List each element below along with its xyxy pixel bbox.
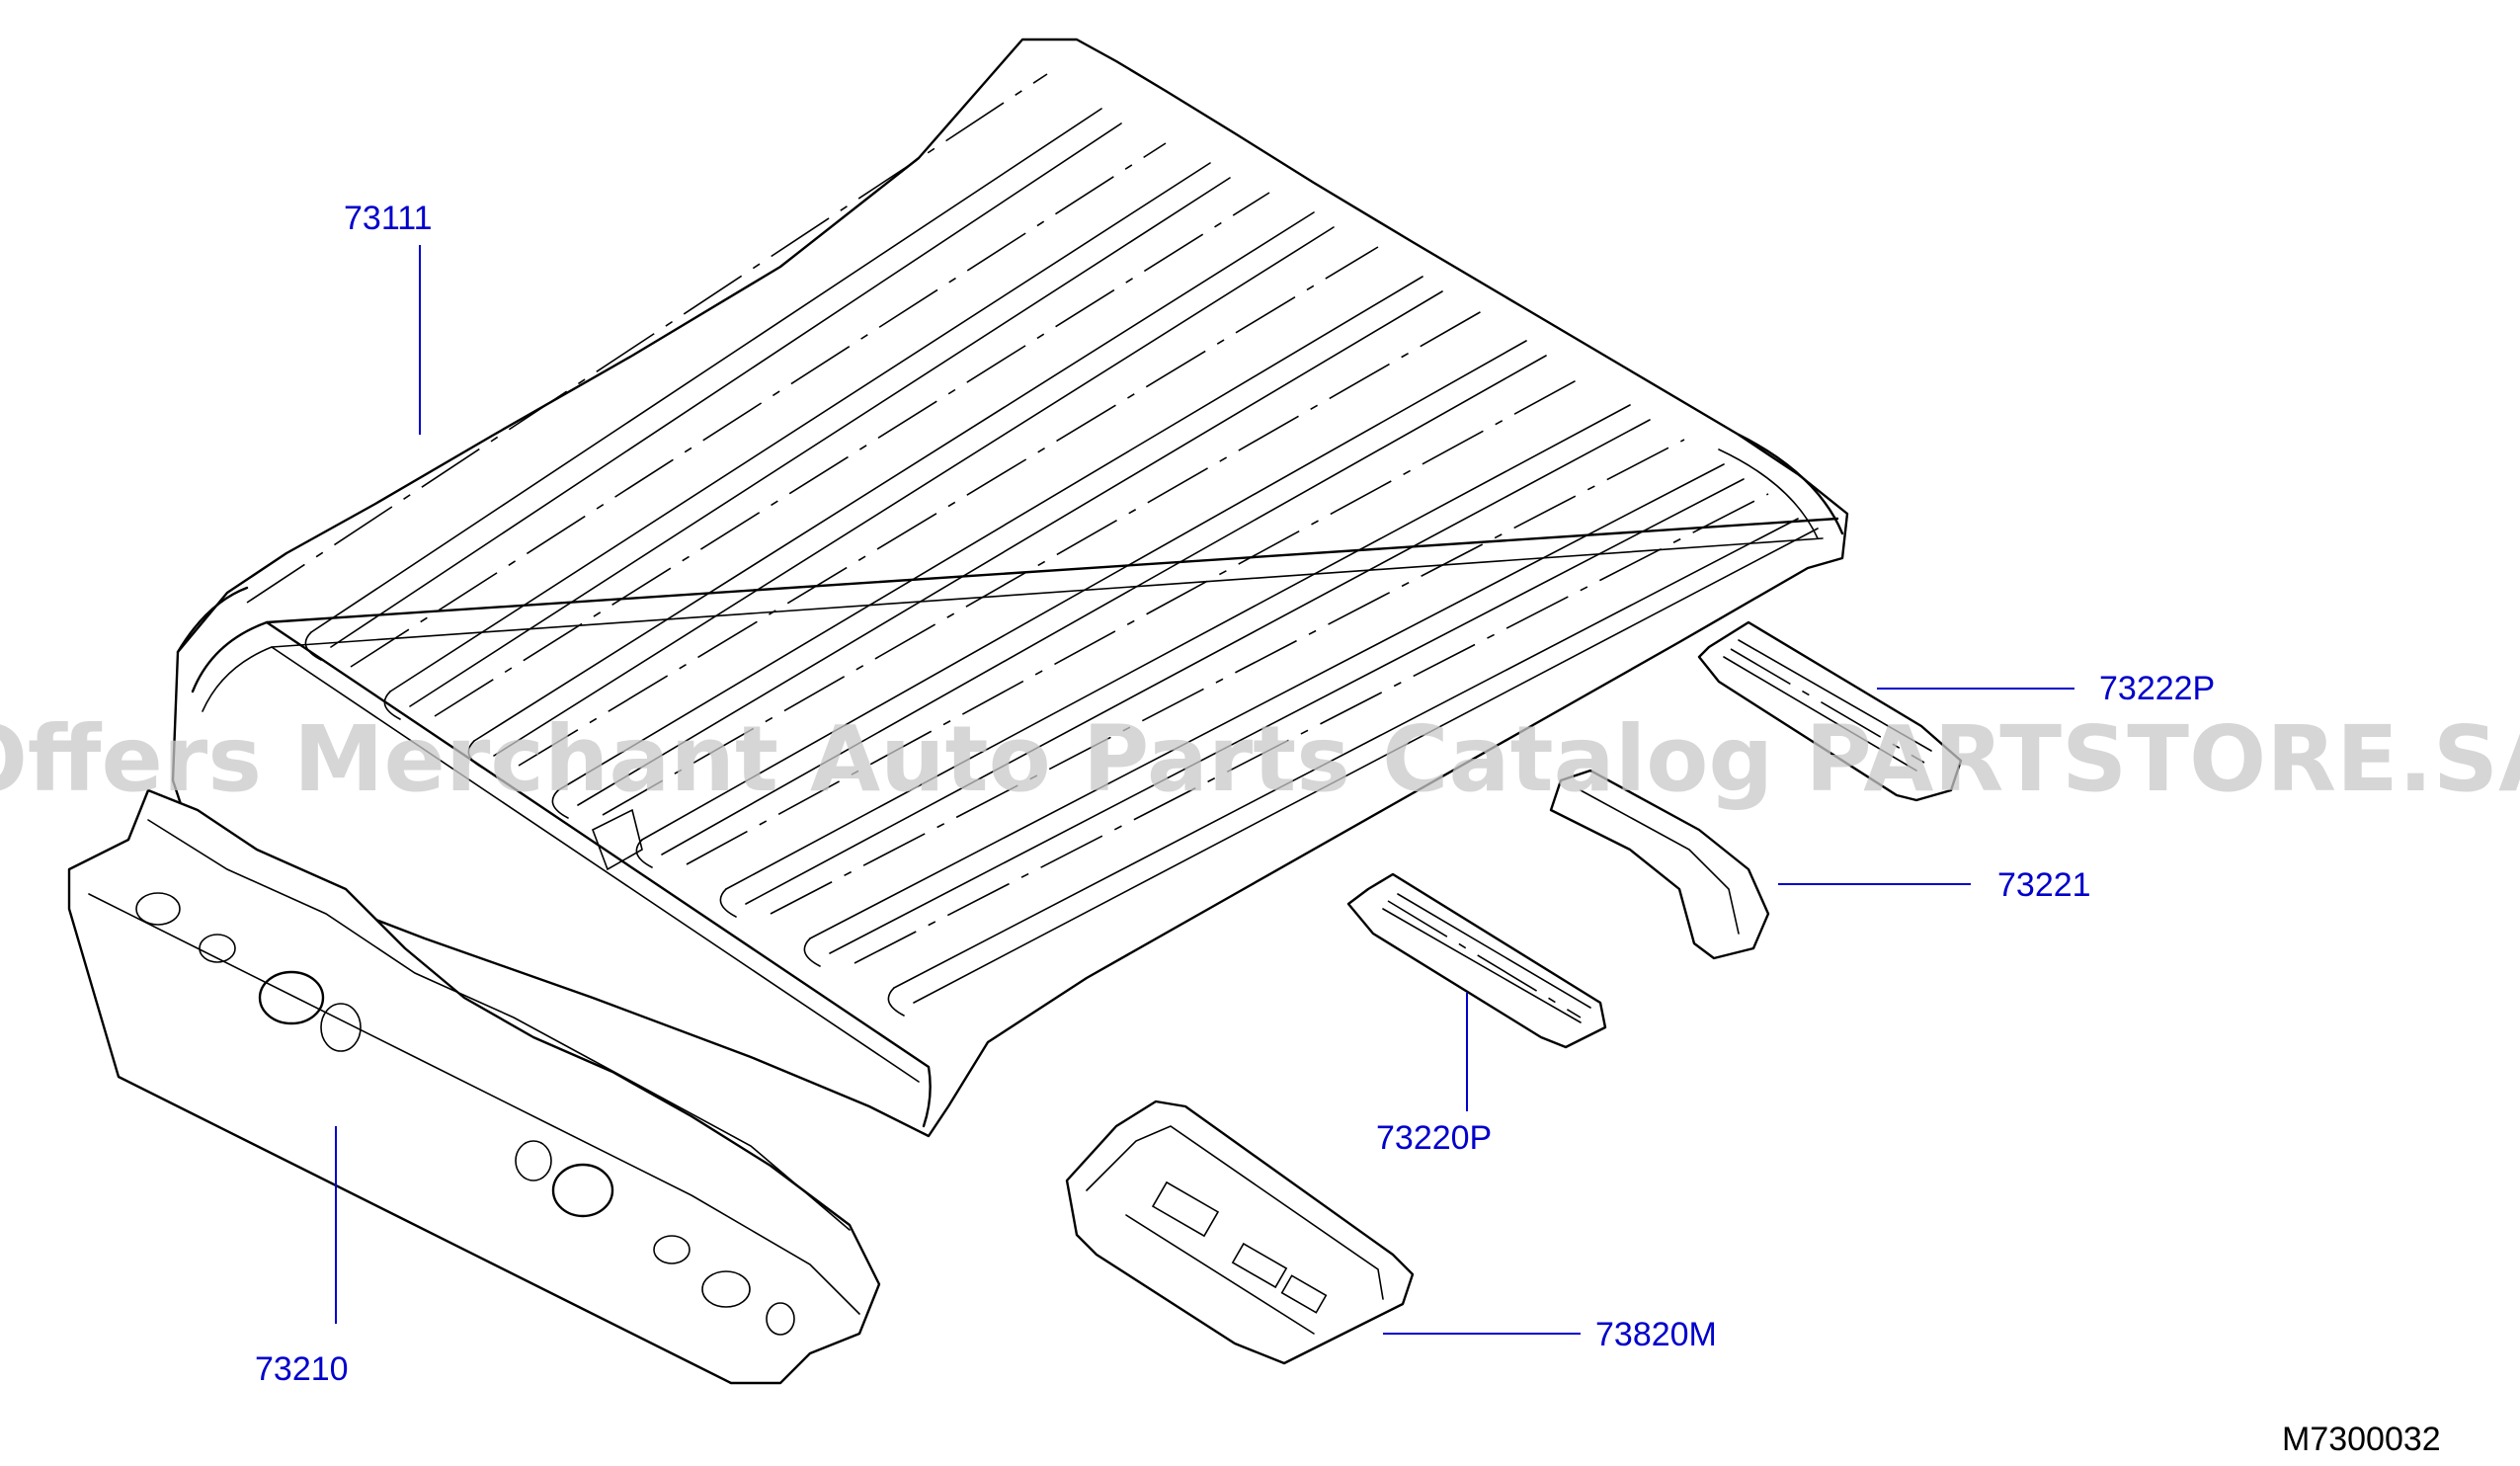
- roof-ribs: [246, 73, 1819, 1017]
- tray-73820M-drawing: [1065, 1100, 1415, 1365]
- watermark: Offers Merchant Auto Parts Catalog PARTS…: [0, 706, 2520, 812]
- part-number-label-73222P[interactable]: 73222P: [2099, 670, 2215, 707]
- roof-bow-73220P-drawing: [1346, 872, 1607, 1049]
- part-number-label-73111[interactable]: 73111: [344, 200, 433, 237]
- front-rail-drawing: [67, 788, 881, 1385]
- part-number-label-73820M[interactable]: 73820M: [1595, 1316, 1717, 1353]
- roof-panel-drawing: [171, 38, 1849, 1138]
- diagram-code: M7300032: [2282, 1421, 2441, 1458]
- part-number-label-73220P[interactable]: 73220P: [1376, 1119, 1492, 1157]
- roof-bow-73221-drawing: [1549, 769, 1770, 960]
- part-number-label-73210[interactable]: 73210: [255, 1350, 349, 1388]
- roof-bow-73222P-drawing: [1697, 620, 1963, 802]
- part-number-label-73221[interactable]: 73221: [1997, 866, 2091, 904]
